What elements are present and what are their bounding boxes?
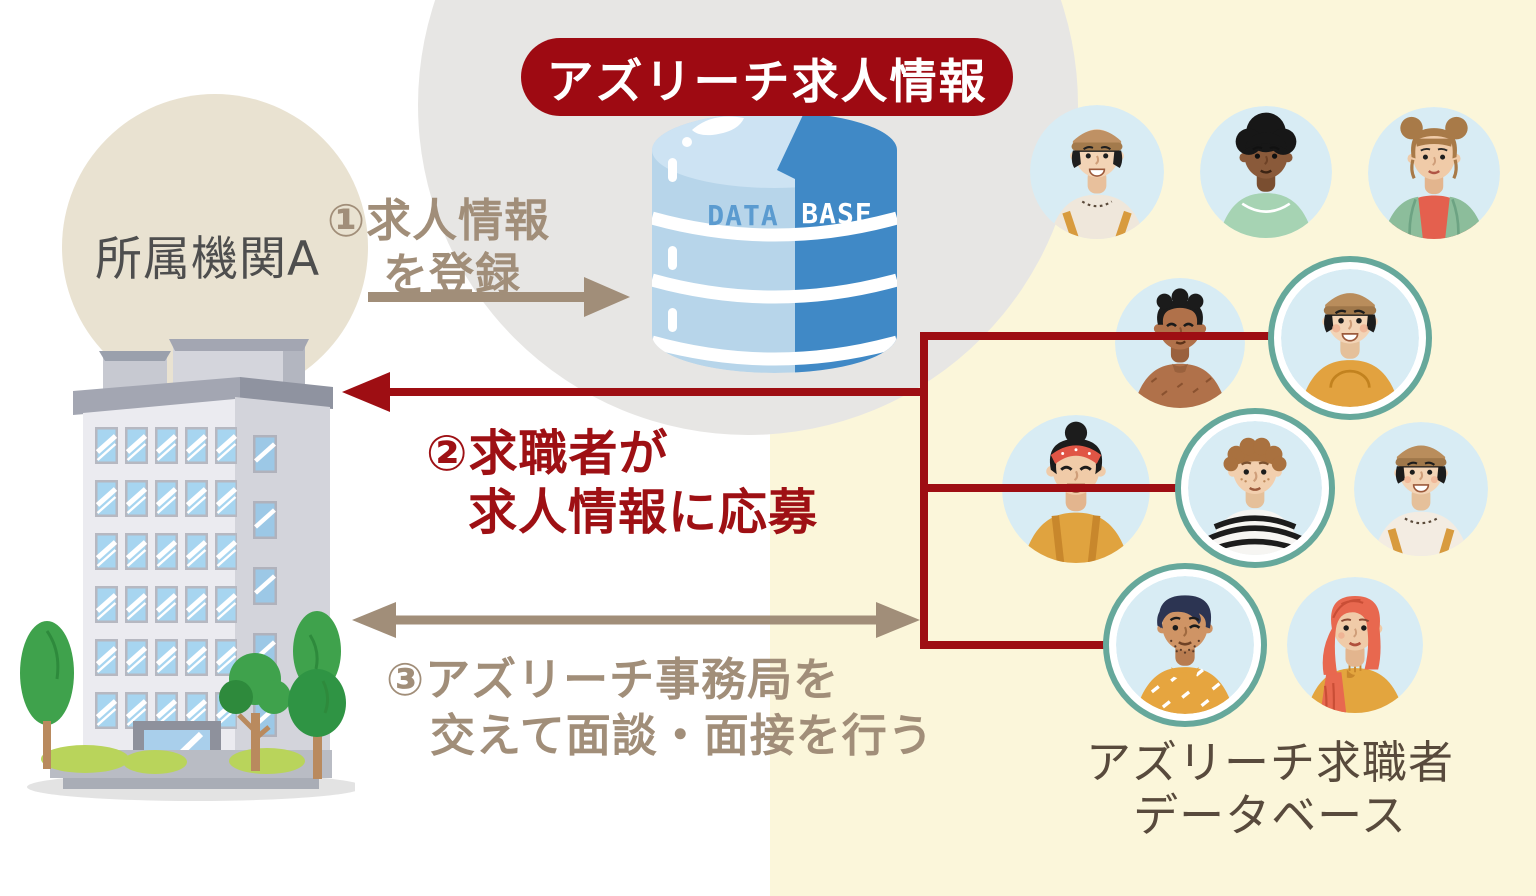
avatar-man-beanie-tank [1030,105,1164,239]
institution-label: 所属機関A [95,232,321,287]
tree-left [20,621,74,769]
database-label-data: DATA [707,199,778,232]
title-badge: アズリーチ求人情報 [521,38,1013,116]
step2-label-line2: 求人情報に応募 [468,484,819,541]
step3-label-line2: 交えて面談・面接を行う [430,709,934,762]
jobseeker-database-label-line2: データベース [1133,789,1407,842]
office-building-icon [20,339,355,801]
avatar-woman-red-headband [1002,415,1150,563]
avatar-man-wink-stubble-highlighted [1103,563,1267,727]
database-label-base: BASE [801,197,872,230]
avatar-man-short-curls [1115,278,1245,408]
step1-label-line1: ①求人情報 [327,194,551,247]
step1-label-line2: を登録 [383,248,522,301]
avatar-man-curly-striped-shirt-highlighted [1175,408,1335,568]
step2-label-line1: ②求職者が [426,425,669,482]
avatar-man-beanie-orange-shirt-highlighted [1268,256,1432,420]
avatar-woman-long-red-hair [1287,577,1423,713]
avatar-man-afro-green-shirt [1200,106,1332,238]
jobseeker-database-label: アズリーチ求職者 データベース [1040,736,1500,842]
database-icon: DATA BASE [652,112,897,373]
tree-right [288,611,346,779]
avatar-man-beanie-white-tank [1354,422,1488,556]
tree-middle [219,653,291,771]
jobseeker-database-label-line1: アズリーチ求職者 [1085,736,1454,789]
step3-label-line1: ③アズリーチ事務局を [386,653,840,706]
avatar-woman-hair-buns [1368,107,1500,239]
